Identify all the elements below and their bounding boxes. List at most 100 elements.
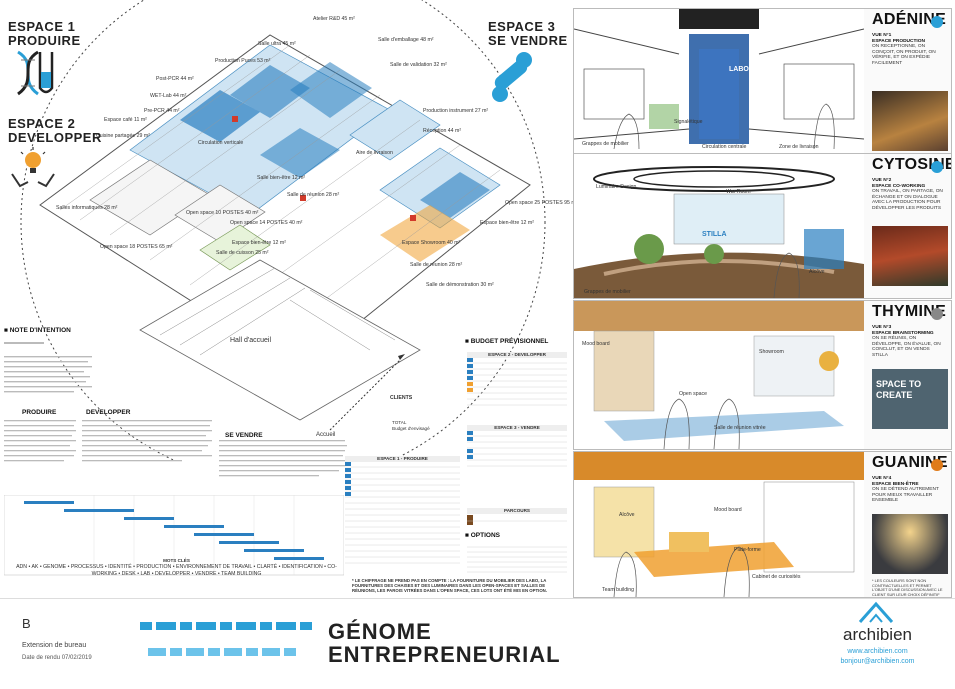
panel-tag: Plate-forme: [734, 547, 761, 553]
panel-desc: ON TRAVAIL, ON PARTAGE, ON ÉCHANGE ET ON…: [872, 189, 943, 211]
intention-body-text: [4, 420, 347, 477]
panel-view: VUE N°1: [872, 33, 892, 38]
budget-rows: [467, 430, 567, 466]
plan-label: Salle bien-être 12 m²: [257, 175, 306, 181]
budget-table-parcours: PARCOURS: [467, 508, 567, 533]
plan-label: Salle de réunion 28 m²: [287, 192, 340, 198]
plan-label: Espace café 11 m²: [104, 117, 147, 123]
axonometric-plan: ESPACE 1 PRODUIRE ESPACE 2 DEVELOPPER ES…: [0, 0, 577, 460]
panel-space: ESPACE CO-WORKING: [872, 183, 926, 189]
plan-label: Aire de livraison: [356, 150, 393, 156]
footer-title: GÉNOME ENTREPRENEURIAL: [328, 620, 561, 666]
budget-table-develop: ESPACE 2 - DEVELOPPER: [467, 352, 567, 432]
space-3-title: ESPACE 3 SE VENDRE: [488, 20, 568, 48]
plan-label: Salle de démonstration 30 m²: [426, 282, 494, 288]
panel-tag: War Room: [726, 189, 751, 195]
developper-heading: DEVELOPPER: [86, 409, 131, 416]
panel-tag: LABO: [729, 66, 749, 73]
space-1-number: ESPACE 1: [8, 19, 76, 34]
test-tube-icon: [38, 52, 54, 94]
plan-label: Circulation verticale: [198, 140, 244, 146]
panel-guanine: Alcôve Mood board Plate-forme Cabinet de…: [573, 451, 952, 598]
space-1-name: PRODUIRE: [8, 33, 81, 48]
space-3-name: SE VENDRE: [488, 33, 568, 48]
plan-label: WET-Lab 44 m²: [150, 93, 187, 99]
panel-tag: Luminaire Design: [596, 184, 637, 190]
options-table: [467, 546, 567, 573]
intention-heading-text: NOTE D'INTENTION: [9, 327, 71, 334]
footer-letter: B: [22, 616, 31, 631]
plan-label: Espace bien-être 12 m²: [232, 240, 286, 246]
plan-label: Pre-PCR 44 m²: [144, 108, 180, 114]
keywords-text: ADN • AK • GENOME • PROCESSUS • IDENTITÉ…: [16, 563, 337, 577]
plan-label: Réception 44 m²: [423, 128, 462, 134]
keywords-title: MOTS CLÉS: [163, 558, 190, 563]
panel-tag: Zone de livraison: [779, 144, 819, 150]
vendre-heading: SE VENDRE: [225, 432, 263, 439]
adenine-illustration: [574, 9, 864, 157]
plan-label: Salle de réunion 28 m²: [410, 262, 463, 268]
dna-icon: [17, 50, 39, 96]
budget-table-vendre: ESPACE 3 - VENDRE: [467, 425, 567, 495]
budget-envisage-label: Budget d'envisagé: [392, 425, 430, 431]
genome-barcode-logo: [140, 622, 312, 656]
panel-tag: Mood board: [582, 341, 610, 347]
panel-tag: Alcôve: [809, 269, 825, 275]
panel-tag: Open space: [679, 391, 707, 397]
guanine-illustration: [574, 452, 864, 597]
plan-label: Accueil: [316, 432, 336, 438]
panel-view: VUE N°2: [872, 178, 892, 183]
cytosine-photo: [872, 226, 948, 286]
footer-date: Date de rendu 07/02/2019: [22, 655, 92, 661]
plan-label: Open space 10 POSTES 40 m²: [186, 210, 259, 216]
panel-tag: Cabinet de curiosités: [752, 574, 801, 580]
panel-space: ESPACE BIEN-ÊTRE: [872, 481, 919, 487]
plan-label: Post-PCR 44 m²: [156, 76, 194, 82]
panel-subtitle: VUE N°3 ESPACE BRAINSTORMING ON SE RÉUNI…: [872, 325, 947, 359]
panel-tag: Grappes de mobilier: [582, 141, 629, 147]
panel-space: ESPACE PRODUCTION: [872, 38, 925, 44]
panel-space: ESPACE BRAINSTORMING: [872, 330, 934, 336]
plan-label: Open space 14 POSTES 40 m²: [230, 220, 303, 226]
panel-subtitle: VUE N°2 ESPACE CO-WORKING ON TRAVAIL, ON…: [872, 178, 947, 212]
panel-tag: Alcôve: [619, 512, 635, 518]
panel-view: VUE N°3: [872, 325, 892, 330]
panel-tag: Team building: [602, 587, 635, 593]
plan-label: Salle ultra 45 m²: [258, 41, 296, 47]
lightbulb-hands-icon: [11, 147, 55, 188]
space-2-title: ESPACE 2 DEVELOPPER: [8, 117, 102, 145]
panel-desc: ON SE DÉTEND AUTREMENT POUR MIEUX TRAVAI…: [872, 487, 939, 504]
plan-label: Espace Showroom 40 m²: [402, 240, 461, 246]
budget-heading-text: BUDGET PRÉVISIONNEL: [470, 338, 549, 345]
panel-tag: Showroom: [759, 349, 784, 355]
intention-heading: ■ NOTE D'INTENTION: [4, 327, 71, 334]
adenine-photo: [872, 91, 948, 151]
budget-rows: [467, 357, 567, 405]
footer-website[interactable]: www.archibien.com: [847, 648, 908, 655]
produire-heading: PRODUIRE: [22, 409, 57, 416]
guanine-photo: [872, 514, 948, 574]
budget-heading: ■ BUDGET PRÉVISIONNEL: [465, 338, 549, 345]
budget-total-label: TOTAL: [392, 420, 407, 425]
space-2-name: DEVELOPPER: [8, 130, 102, 145]
footer-title-line1: GÉNOME: [328, 619, 432, 644]
space-2-number: ESPACE 2: [8, 116, 76, 131]
planning-chart: [4, 495, 344, 576]
panel-subtitle: VUE N°1 ESPACE PRODUCTION ON RECEPTIONNE…: [872, 33, 947, 67]
budget-table-title: ESPACE 3 - VENDRE: [467, 425, 567, 431]
plan-label: CLIENTS: [390, 395, 413, 401]
options-heading-text: OPTIONS: [470, 532, 500, 539]
footer-email[interactable]: bonjour@archibien.com: [840, 658, 915, 665]
cytosine-illustration: [574, 154, 864, 298]
plan-label: Espace bien-être 12 m²: [480, 220, 534, 226]
panel-tag: Salle de réunion vitrée: [714, 425, 766, 431]
panel-desc: ON RECEPTIONNE, ON CONÇOIT, ON PRODUIT, …: [872, 44, 936, 66]
panel-tag: Signalétique: [674, 119, 703, 125]
footer-title-line2: ENTREPRENEURIAL: [328, 642, 561, 667]
colors-note: * LES COULEURS SONT NON CONTRACTUELLES E…: [872, 578, 943, 597]
plan-label: Salle de validation 32 m²: [390, 62, 447, 68]
options-heading: ■ OPTIONS: [465, 532, 500, 539]
color-dot-icon: [931, 308, 943, 320]
footer: [0, 598, 955, 689]
keywords-block: MOTS CLÉS ADN • AK • GENOME • PROCESSUS …: [4, 558, 349, 578]
